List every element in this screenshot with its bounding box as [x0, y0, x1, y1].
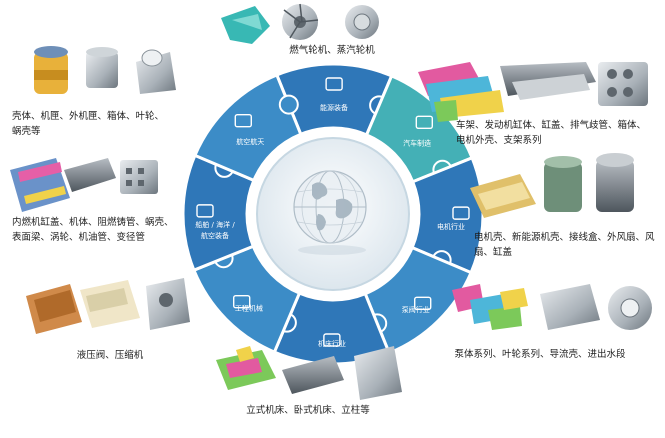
segment-aero: [192, 72, 303, 183]
engine-products-image: [10, 158, 158, 212]
caption-engine: 内燃机缸盖、机体、阻燃铸管、蜗壳、: [12, 216, 174, 228]
segment-label-aero: 航空航天: [236, 137, 264, 146]
airplane-icon: [234, 114, 252, 128]
caption-engine: 表面梁、涡轮、机油管、变径管: [12, 231, 145, 243]
auto-products-image: [418, 62, 648, 122]
gear-icon: [233, 295, 251, 309]
caption-hydraulic: 液压阀、压缩机: [77, 349, 144, 361]
caption-shell: 蜗壳等: [12, 125, 41, 137]
ship-icon: [196, 204, 214, 218]
turbine-products-image: [221, 3, 379, 44]
power-tower-icon: [325, 77, 343, 91]
valve-icon: [414, 296, 432, 310]
pump-products-image: [452, 284, 652, 330]
motor-products-image: [470, 153, 634, 218]
caption-turbine: 燃气轮机、蒸汽轮机: [289, 44, 375, 56]
shell-products-image: [34, 46, 176, 94]
caption-motor: 扇、缸盖: [474, 246, 513, 258]
segment-label-machinetool: 机床行业: [318, 339, 346, 348]
machinetool-products-image: [216, 346, 402, 400]
motor-icon: [452, 206, 470, 220]
segment-label-pump: 泵阀行业: [402, 305, 430, 314]
machine-tool-icon: [323, 333, 341, 347]
hydraulic-products-image: [26, 278, 190, 334]
segment-label-ship: 船舶 / 海洋 /: [195, 220, 235, 229]
caption-auto: 电机外壳、支架系列: [456, 134, 542, 146]
car-icon: [415, 115, 433, 129]
puzzle-tab: [278, 94, 299, 115]
caption-auto: 车架、发动机缸体、缸盖、排气歧管、箱体、: [456, 119, 646, 131]
globe-icon: [293, 170, 367, 255]
segment-label-energy: 能源装备: [320, 103, 348, 112]
caption-shell: 壳体、机匣、外机匣、箱体、叶轮、: [12, 110, 164, 122]
segment-label-motor: 电机行业: [437, 222, 465, 231]
segment-label-auto: 汽车制造: [403, 138, 431, 147]
segment-label-ship: 航空装备: [201, 231, 229, 240]
caption-pump: 泵体系列、叶轮系列、导流壳、进出水段: [454, 348, 626, 360]
caption-motor: 电机壳、新能源机壳、接线盒、外风扇、风: [474, 231, 655, 243]
center-hub: [250, 131, 416, 297]
segment-label-engineering: 工程机械: [235, 304, 263, 313]
caption-machinetool: 立式机床、卧式机床、立柱等: [246, 404, 370, 416]
